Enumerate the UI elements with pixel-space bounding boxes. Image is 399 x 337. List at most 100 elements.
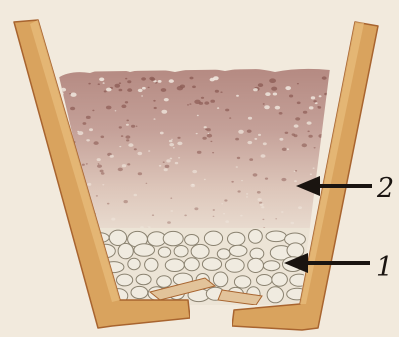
soil-speck [279,112,283,115]
soil-speck [164,168,168,171]
soil-speck [204,126,207,128]
soil-speck [205,128,208,130]
gravel-stone [158,247,170,257]
soil-speck [261,154,266,158]
soil-speck [257,191,261,194]
gravel-stone [225,259,244,273]
soil-speck [119,89,123,92]
soil-speck [322,76,327,79]
soil-speck [210,100,215,103]
soil-speck [295,117,300,120]
soil-speck [220,92,222,93]
soil-speck [128,143,133,147]
soil-speck [281,178,286,181]
gravel-stone [174,246,188,257]
soil-speck [190,184,195,187]
soil-speck [169,79,174,83]
soil-speck [249,158,253,161]
soil-speck [196,133,198,134]
soil-speck [170,210,173,212]
soil-speck [153,100,156,102]
soil-speck [107,203,110,205]
soil-speck [194,100,200,104]
soil-speck [83,122,87,125]
soil-speck [89,128,93,131]
soil-speck [173,147,175,148]
gravel-stone [184,258,199,271]
soil-speck [175,162,178,164]
soil-speck [126,120,129,122]
soil-speck [285,86,291,90]
soil-speck [297,102,301,105]
soil-speck [265,178,268,180]
soil-speck [94,141,99,145]
soil-speck [152,214,154,216]
soil-speck [167,221,171,224]
soil-speck [190,77,194,80]
soil-speck [101,136,105,139]
soil-speck [258,198,262,201]
soil-speck [204,101,209,104]
gravel-stone [263,261,279,271]
soil-speck [161,110,167,114]
soil-speck [165,165,170,168]
soil-speck [225,109,229,112]
soil-speck [247,141,252,144]
soil-speck [246,196,248,197]
soil-speck [148,150,150,152]
soil-speck [285,132,289,134]
soil-speck [262,219,264,220]
soil-speck [248,117,252,120]
soil-speck [263,142,267,145]
soil-speck [194,207,198,210]
soil-speck [184,215,187,217]
soil-speck [126,139,129,141]
soil-speck [154,118,156,119]
soil-speck [126,135,131,138]
gravel-stone [257,275,273,286]
soil-speck [294,124,299,127]
soil-speck [171,139,173,140]
gravel-stone [157,276,172,288]
soil-speck [287,148,290,150]
soil-speck [106,88,112,92]
soil-speck [311,96,315,99]
gravel-stone [117,274,133,286]
soil-speck [310,174,312,176]
soil-speck [106,106,112,110]
soil-speck [187,104,189,105]
soil-speck [221,203,223,204]
soil-speck [309,106,314,109]
soil-speck [197,115,199,116]
soil-speck [163,162,165,163]
soil-speck [192,170,197,173]
soil-speck [146,183,148,184]
soil-speck [148,87,150,88]
soil-speck [269,78,276,83]
soil-speck [213,76,219,80]
soil-speck [141,77,146,80]
soil-speck [236,166,238,168]
gravel-stone [118,243,133,258]
soil-speck [77,131,79,132]
soil-speck [247,130,252,133]
gravel-stone [234,276,250,288]
gravel-stone [228,232,245,245]
soil-speck [121,105,126,109]
soil-speck [177,142,182,146]
soil-speck [258,134,261,136]
soil-speck [125,101,128,103]
soil-speck [197,151,202,154]
soil-speck [208,133,210,134]
soil-speck [161,88,167,92]
soil-speck [253,88,258,91]
soil-speck [103,82,105,83]
soil-speck [102,184,104,185]
soil-speck [210,141,212,142]
gravel-stone [145,258,158,271]
gravel-stone [204,231,222,245]
soil-speck [127,88,132,92]
soil-speck [207,134,212,138]
soil-speck [70,107,75,111]
